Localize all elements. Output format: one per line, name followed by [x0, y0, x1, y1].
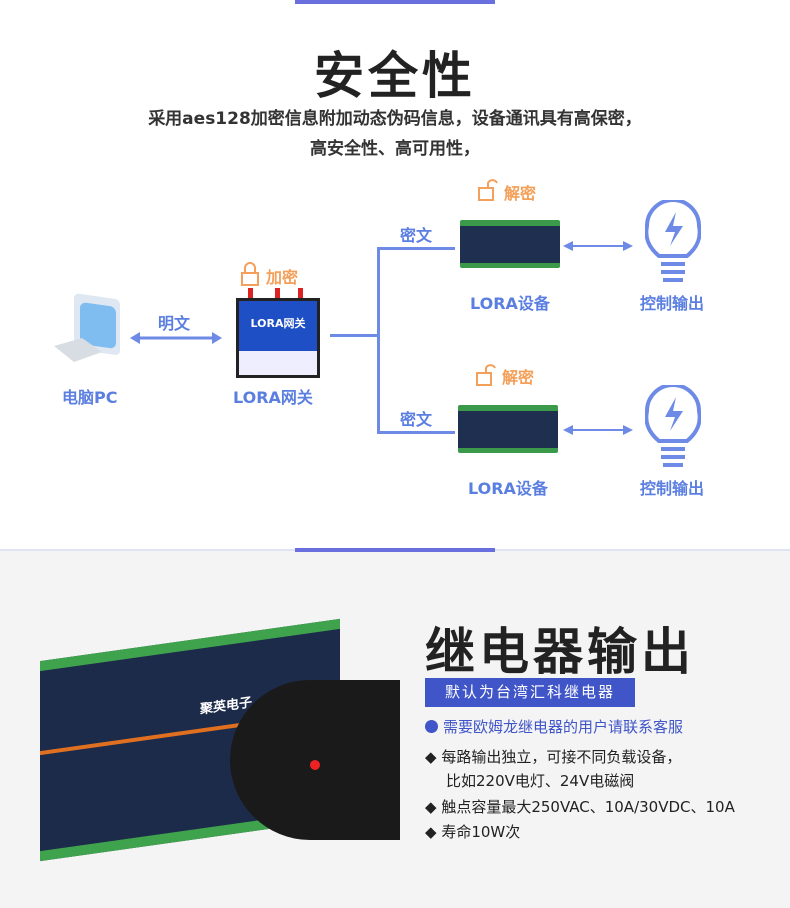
bullet-item: ◆ 触点容量最大250VAC、10A/30VDC、10A — [425, 798, 735, 816]
security-desc-line2: 高安全性、高可用性， — [310, 139, 480, 159]
customer-service-icon — [425, 720, 438, 733]
bidirectional-arrow-icon — [130, 332, 222, 344]
relay-banner: 默认为台湾汇科继电器 — [425, 678, 635, 707]
relay-closeup-image — [230, 680, 400, 840]
unlock-icon — [478, 179, 498, 201]
lora-device-image — [460, 220, 560, 268]
support-note: 需要欧姆龙继电器的用户请联系客服 — [425, 716, 683, 737]
lightning-bulb-icon — [645, 385, 701, 467]
device-label: LORA设备 — [468, 479, 548, 498]
lightning-bulb-icon — [645, 200, 701, 282]
pc-label: 电脑PC — [62, 388, 118, 407]
security-title: 安全性 — [314, 47, 476, 105]
output-label: 控制输出 — [640, 479, 705, 498]
computer-icon — [54, 293, 120, 362]
lora-gateway-image: LORA网关 — [236, 298, 320, 378]
decrypt-label: 解密 — [502, 368, 535, 387]
top-accent-bar — [295, 0, 495, 4]
encrypt-label: 加密 — [266, 268, 299, 287]
support-text: 需要欧姆龙继电器的用户请联系客服 — [443, 718, 684, 736]
plaintext-label: 明文 — [158, 314, 191, 333]
bidirectional-arrow-icon — [563, 425, 633, 435]
security-desc-line1: 采用aes128加密信息附加动态伪码信息，设备通讯具有高保密， — [148, 109, 642, 129]
bidirectional-arrow-icon — [563, 241, 633, 251]
output-label: 控制输出 — [640, 294, 705, 313]
cipher-label: 密文 — [400, 226, 433, 245]
decrypt-label: 解密 — [504, 184, 537, 203]
section-divider-accent — [295, 548, 495, 552]
unlock-icon — [476, 364, 496, 386]
gateway-screen-text: LORA网关 — [250, 317, 306, 330]
relay-title: 继电器输出 — [425, 623, 695, 681]
bullet-item-continued: 比如220V电灯、24V电磁阀 — [446, 772, 635, 790]
cipher-label: 密文 — [400, 410, 433, 429]
bullet-item: ◆ 每路输出独立，可接不同负载设备， — [425, 748, 682, 766]
bullet-item: ◆ 寿命10W次 — [425, 823, 521, 841]
gateway-label: LORA网关 — [233, 388, 313, 407]
lora-device-image — [458, 405, 558, 453]
lock-icon — [241, 262, 259, 286]
device-label: LORA设备 — [470, 294, 550, 313]
